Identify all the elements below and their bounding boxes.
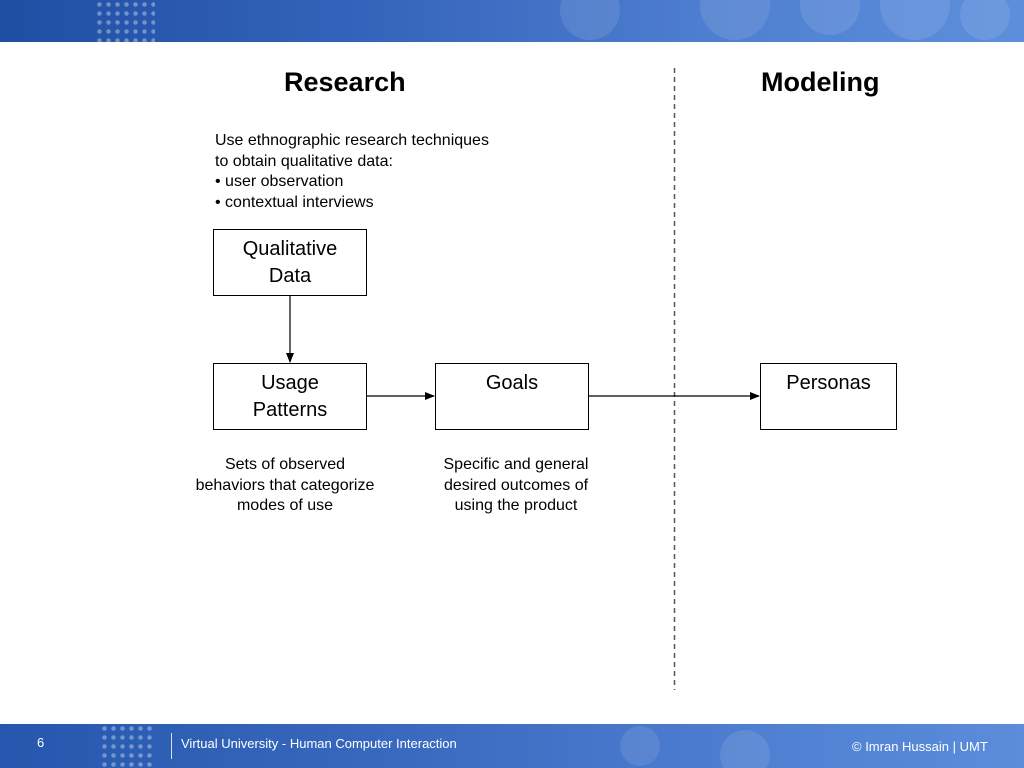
intro-line: to obtain qualitative data: xyxy=(215,152,393,170)
decor-bubble xyxy=(620,726,660,766)
caption-line: Specific and general xyxy=(443,456,589,473)
box-label: Personas xyxy=(786,372,871,394)
research-heading: Research xyxy=(284,67,406,97)
intro-text: Use ethnographic research techniques to … xyxy=(215,131,545,213)
caption-line: Sets of observed xyxy=(224,456,346,473)
goals-caption: Specific and general desired outcomes of… xyxy=(416,455,616,517)
modeling-heading: Modeling xyxy=(761,67,880,97)
course-title: Virtual University - Human Computer Inte… xyxy=(181,736,457,751)
footer-divider xyxy=(171,733,172,759)
intro-line: Use ethnographic research techniques xyxy=(215,132,489,149)
caption-line: desired outcomes of xyxy=(443,476,589,494)
caption-line: behaviors that categorize xyxy=(195,476,375,494)
caption-line: using the product xyxy=(454,497,578,514)
dot-pattern xyxy=(100,724,155,768)
page-number: 6 xyxy=(37,735,45,750)
dot-pattern xyxy=(95,0,155,42)
caption-line: modes of use xyxy=(236,497,334,514)
qualitative-data-box: Qualitative Data xyxy=(213,229,367,296)
bullet-item: user observation xyxy=(215,172,545,193)
personas-box: Personas xyxy=(760,363,897,430)
decor-bubble xyxy=(960,0,1010,40)
box-label: Usage xyxy=(261,372,319,394)
bullet-item: contextual interviews xyxy=(215,193,545,214)
box-label: Data xyxy=(268,265,312,287)
header-band xyxy=(0,0,1024,42)
usage-patterns-caption: Sets of observed behaviors that categori… xyxy=(180,455,390,517)
copyright-credit: © Imran Hussain | UMT xyxy=(852,739,988,754)
footer-band xyxy=(0,724,1024,768)
box-label: Goals xyxy=(485,372,539,394)
usage-patterns-box: Usage Patterns xyxy=(213,363,367,430)
box-label: Patterns xyxy=(252,399,328,421)
decor-bubble xyxy=(720,730,770,768)
goals-box: Goals xyxy=(435,363,589,430)
box-label: Qualitative xyxy=(242,238,338,260)
